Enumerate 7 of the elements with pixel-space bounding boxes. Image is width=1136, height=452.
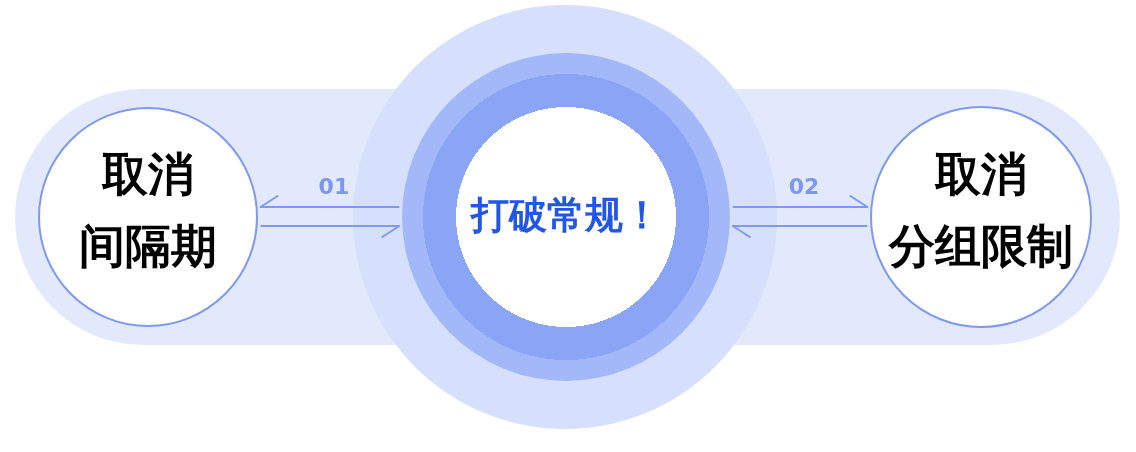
arrow [259, 225, 401, 238]
center-title: 打破常规！ [471, 192, 661, 238]
option-label: 取消间隔期 [79, 146, 217, 275]
arrow [259, 195, 401, 208]
arrow [731, 225, 869, 238]
arrow [731, 195, 869, 208]
option-label: 取消分组限制 [889, 146, 1073, 275]
